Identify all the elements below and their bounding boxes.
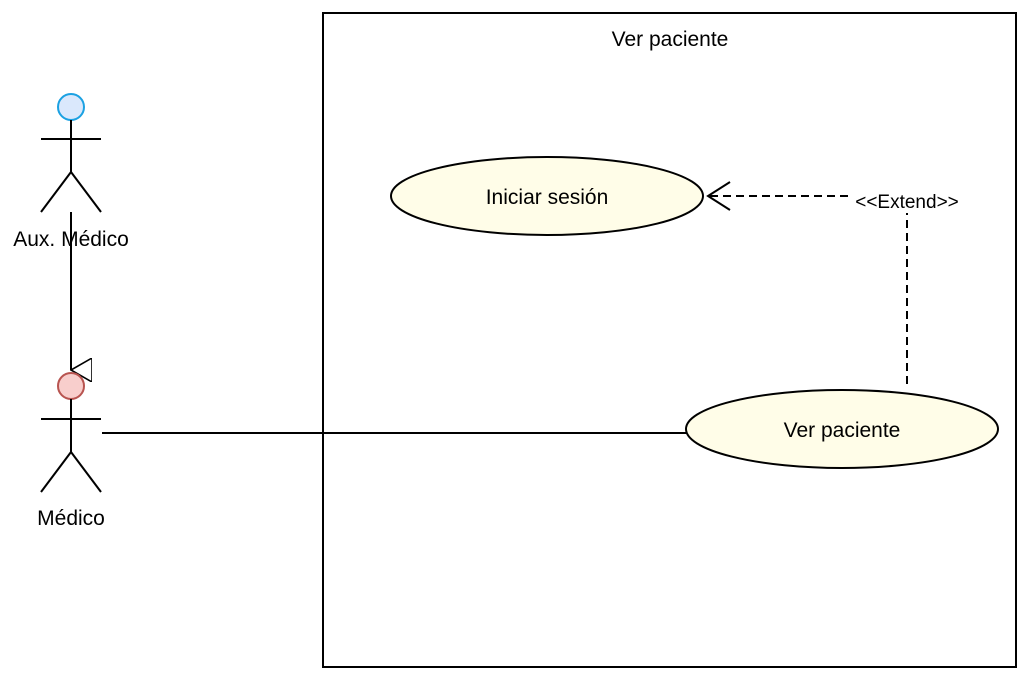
actor-right-leg (70, 451, 102, 493)
use-case-label: Ver paciente (784, 419, 901, 442)
use-case-ellipse (685, 389, 999, 469)
actor-label: Médico (37, 507, 105, 530)
actor-medico[interactable]: Médico (37, 372, 105, 530)
actor-label: Aux. Médico (13, 228, 129, 251)
actor-head-icon (57, 372, 85, 400)
actor-left-leg (40, 171, 72, 213)
system-title: Ver paciente (612, 28, 729, 51)
extend-label-bg (848, 188, 964, 213)
system-boundary[interactable] (322, 12, 1017, 668)
actor-aux-medico[interactable]: Aux. Médico (13, 93, 129, 251)
extend-arrowhead (706, 181, 731, 211)
use-case-ver-paciente[interactable]: Ver paciente (685, 389, 999, 469)
actor-right-leg (70, 171, 102, 213)
use-case-iniciar-sesion[interactable]: Iniciar sesión (390, 156, 704, 236)
use-case-ellipse (390, 156, 704, 236)
actor-head-icon (57, 93, 85, 121)
extend-label: <<Extend>> (855, 192, 959, 213)
actor-left-leg (40, 451, 72, 493)
use-case-label: Iniciar sesión (486, 186, 609, 209)
